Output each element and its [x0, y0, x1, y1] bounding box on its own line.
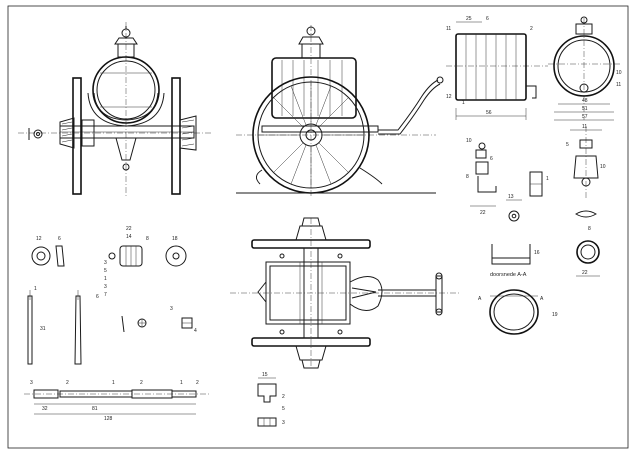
dim-barrel-top-a: 25 — [466, 16, 472, 22]
dim-hub-b: 14 — [126, 234, 132, 240]
dim-rim-w: 3 — [170, 306, 173, 312]
dim-tap-c: 1 — [546, 176, 549, 182]
dim-barrel-right: 2 — [530, 26, 533, 32]
dim-axle-c: 3 — [282, 420, 285, 426]
front-view — [18, 22, 212, 196]
dim-lamp-d: 10 — [600, 164, 606, 170]
dim-ring-h: 16 — [534, 250, 540, 256]
dim-rim-h: 15 — [262, 372, 268, 378]
dim-lamp-a: 5 — [566, 142, 569, 148]
dim-axle-b: 5 — [282, 406, 285, 412]
dim-hub-c: 3 — [104, 260, 107, 266]
plan-view — [230, 217, 460, 369]
dim-lamp-c: 22 — [582, 270, 588, 276]
drawing-border — [7, 5, 629, 449]
dim-tap-b: 6 — [490, 156, 493, 162]
rod-detail: 32 81 128 3 2 1 2 1 2 — [24, 380, 210, 422]
dim-tap-d: 8 — [466, 174, 469, 180]
section-label: doorsnede A-A — [490, 272, 527, 278]
dim-hub-a: 22 — [126, 226, 132, 232]
dim-end-d3: 57 — [582, 114, 588, 120]
barrel-side-view: 56 25 6 11 12 2 1 — [446, 16, 548, 120]
section-marker-right: A — [540, 296, 544, 302]
dim-pin-c: 31 — [40, 326, 46, 332]
dim-hub-i: 7 — [104, 292, 107, 298]
dim-axle-a: 2 — [282, 394, 285, 400]
dim-lamp-b: 11 — [582, 124, 587, 130]
tap-details: 22 10 6 8 1 13 — [466, 138, 549, 222]
small-parts: 12 6 22 14 3 5 1 3 7 8 18 1 6 31 3 4 — [27, 226, 197, 365]
dim-barrel-small: 1 — [462, 100, 465, 106]
dim-rod-f: 2 — [196, 380, 199, 386]
dim-rod-part1: 32 — [42, 406, 48, 412]
dim-ring-depth: 6 — [58, 236, 61, 242]
dim-rod-c: 1 — [112, 380, 115, 386]
lamp-detail: 11 5 10 — [566, 124, 606, 218]
dim-rim-d: 4 — [194, 328, 197, 334]
dim-hub-e: 1 — [104, 276, 107, 282]
section-view: doorsnede A-A 16 A A 19 22 8 — [478, 226, 600, 335]
dim-pin-a: 1 — [34, 286, 37, 292]
dim-rod-a: 3 — [30, 380, 33, 386]
dim-wheel-d: 18 — [172, 236, 178, 242]
dim-ring-width: 12 — [36, 236, 42, 242]
side-view — [236, 25, 444, 196]
section-marker-left: A — [478, 296, 482, 302]
dim-rod-e: 1 — [180, 380, 183, 386]
dim-hub-f: 8 — [146, 236, 149, 242]
dim-ring-w2: 19 — [552, 312, 558, 318]
dim-rod-part2: 81 — [92, 406, 98, 412]
dim-hub-h: 3 — [104, 284, 107, 290]
dim-rod-total: 128 — [104, 416, 113, 422]
dim-hub-d: 5 — [104, 268, 107, 274]
dim-tap-e: 22 — [480, 210, 486, 216]
dim-rod-d: 2 — [140, 380, 143, 386]
dim-fitting-c: 13 — [508, 194, 514, 200]
dim-end-d1: 48 — [582, 98, 588, 104]
dim-pin-d: 6 — [96, 294, 99, 300]
barrel-end-view: 48 51 57 10 11 — [548, 16, 622, 121]
dim-rod-b: 2 — [66, 380, 69, 386]
dim-barrel-top-b: 6 — [486, 16, 489, 22]
bracket-detail: 15 2 5 3 — [257, 372, 285, 427]
dim-tap-a: 10 — [466, 138, 472, 144]
dim-barrel-left-b: 12 — [446, 94, 452, 100]
dim-end-r1: 10 — [616, 70, 622, 76]
dim-end-d2: 51 — [582, 106, 588, 112]
dim-barrel-left-a: 11 — [446, 26, 451, 32]
dim-barrel-width: 56 — [486, 110, 492, 116]
dim-ring-inner: 8 — [588, 226, 591, 232]
dim-end-r2: 11 — [616, 82, 621, 88]
